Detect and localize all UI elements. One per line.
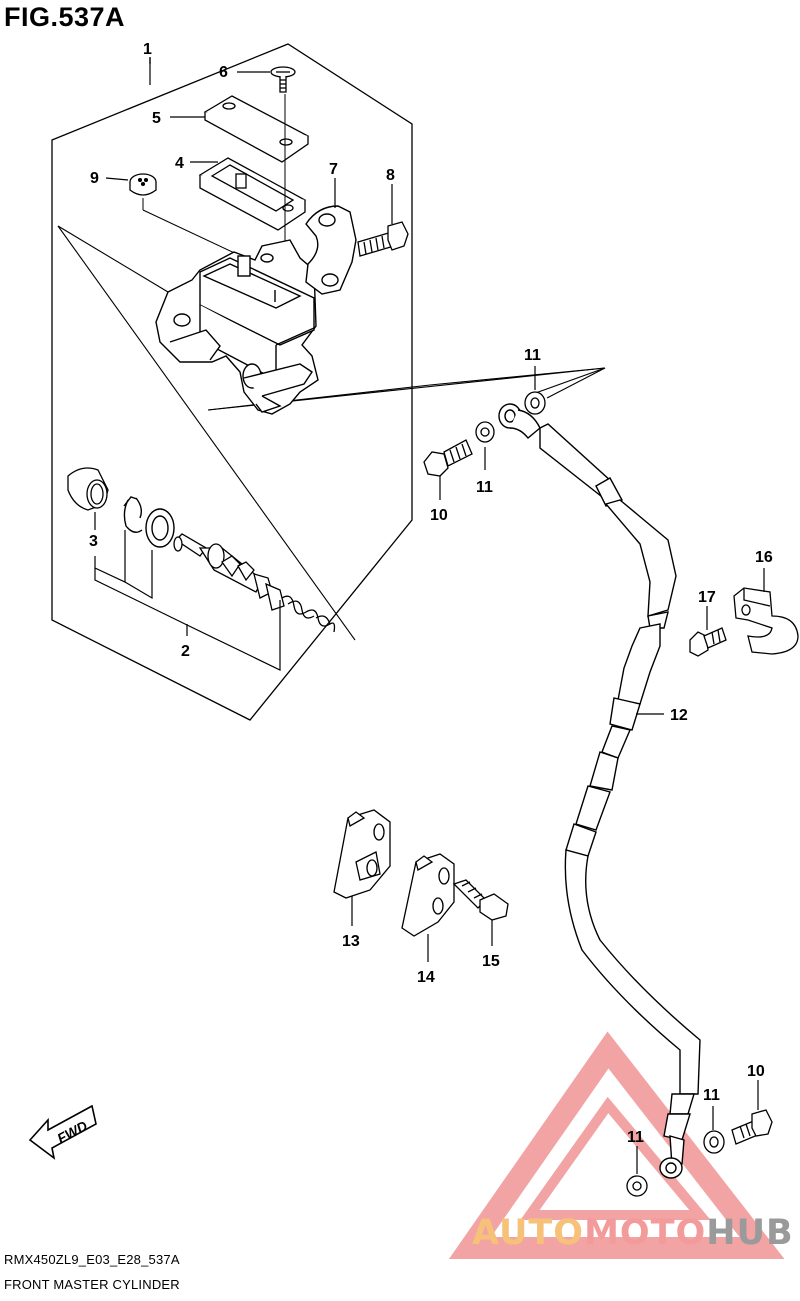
part-label-11-bottom-b: 11: [627, 1129, 644, 1146]
part-label-10-bottom: 10: [747, 1063, 765, 1080]
part-label-14: 14: [417, 969, 435, 986]
bolt-part-15: [452, 879, 509, 921]
part-labels: 1 2 3 4 5 6 7 8 9 10 11 11 12 13 14 15 1…: [89, 41, 773, 1146]
washer-11-top-a: [524, 391, 546, 415]
fwd-arrow-icon: [28, 1104, 97, 1160]
bracket-3: [94, 530, 126, 583]
watermark-part-hub: HUB: [706, 1213, 794, 1253]
assembly-box: [51, 43, 413, 721]
watermark-triangle: [448, 1031, 785, 1259]
bracket-part-16: [733, 587, 799, 655]
holder-part-13: [333, 809, 391, 899]
circlip: [123, 496, 143, 533]
washer: [145, 508, 175, 548]
figure-code: RMX450ZL9_E03_E28_537A: [4, 1252, 180, 1267]
banjo-bolt-10-bottom: [731, 1109, 773, 1145]
clamp-part-7: [305, 205, 357, 295]
part-label-2: 2: [181, 643, 190, 660]
bracket-2: [94, 568, 281, 671]
part-label-13: 13: [342, 933, 360, 950]
part-label-5: 5: [152, 110, 161, 127]
part-label-1: 1: [143, 41, 152, 58]
bolt-part-8: [357, 221, 409, 257]
banjo-bolt-10-top: [423, 439, 473, 477]
brake-hose-part-12: [498, 403, 701, 1179]
boot-part-3: [67, 467, 109, 511]
piston-part-2: [173, 533, 336, 633]
figure-title: FIG.537A: [4, 2, 126, 32]
master-cylinder-body: [155, 239, 319, 415]
leader-9: [105, 177, 129, 181]
part-label-16: 16: [755, 549, 773, 566]
washer-11-bottom-a: [703, 1130, 725, 1154]
part-label-6: 6: [219, 64, 228, 81]
part-label-12: 12: [670, 707, 688, 724]
part-label-17: 17: [698, 589, 716, 606]
part-label-11-bottom-a: 11: [703, 1087, 720, 1104]
bracket-3b: [124, 550, 153, 600]
part-label-15: 15: [482, 953, 500, 970]
part-label-8: 8: [386, 167, 395, 184]
figure-name: FRONT MASTER CYLINDER: [4, 1277, 180, 1292]
watermark-part-auto: AUTO: [472, 1213, 585, 1253]
bolt-part-17: [689, 627, 727, 657]
washer-11-top-b: [475, 421, 495, 443]
screw-part-6: [270, 66, 296, 93]
part-label-9: 9: [90, 170, 99, 187]
washer-11-bottom-b: [626, 1175, 648, 1197]
plug-part-9: [129, 173, 157, 196]
watermark-logo: AUTOMOTOHUB: [472, 1213, 794, 1253]
cap-part-5: [203, 95, 310, 163]
part-label-11-top-a: 11: [524, 347, 541, 364]
part-label-3: 3: [89, 533, 98, 550]
part-label-4: 4: [175, 155, 184, 172]
watermark-part-moto: MOTO: [584, 1213, 707, 1253]
part-label-10-top: 10: [430, 507, 448, 524]
diaphragm-part-4: [198, 157, 307, 231]
part-label-7: 7: [329, 161, 338, 178]
holder-part-14: [401, 853, 455, 937]
part-label-11-top-b: 11: [476, 479, 493, 496]
